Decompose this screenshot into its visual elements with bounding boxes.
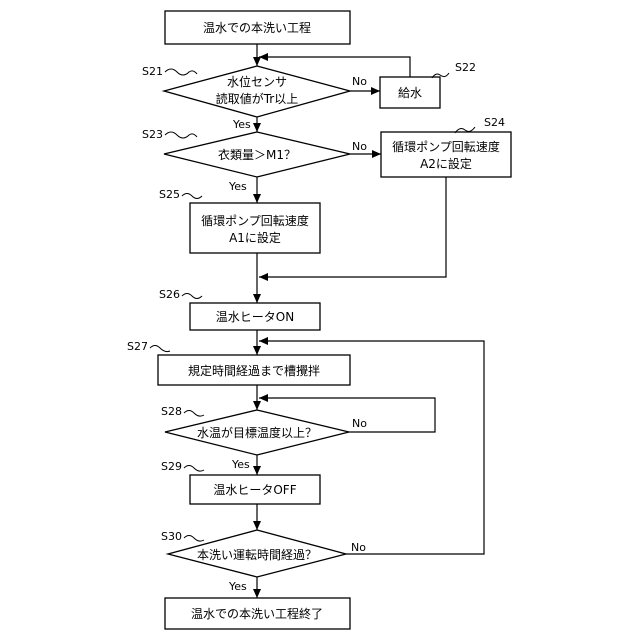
s23-label: 衣類量＞M1？ — [218, 147, 296, 162]
process-s27: 規定時間経過まで槽攪拌 — [158, 355, 350, 385]
end-node: 温水での本洗い工程終了 — [165, 598, 350, 629]
step-label-s28: S28 — [161, 405, 182, 418]
decision-s30: 本洗い運転時間経過？ — [168, 530, 346, 577]
branch-s28-no: No — [352, 417, 367, 430]
process-s24: 循環ポンプ回転速度 A2に設定 — [381, 132, 511, 177]
step-label-s21: S21 — [142, 65, 163, 78]
s28-label: 水温が目標温度以上？ — [197, 425, 317, 440]
branch-s23-yes: Yes — [228, 180, 247, 193]
branch-s28-yes: Yes — [231, 458, 250, 471]
step-label-s25: S25 — [159, 188, 180, 201]
leader-s21 — [165, 69, 197, 75]
s27-label: 規定時間経過まで槽攪拌 — [188, 363, 320, 378]
process-s29: 温水ヒータOFF — [190, 475, 320, 504]
step-label-s30: S30 — [161, 530, 182, 543]
start-node: 温水での本洗い工程 — [165, 11, 350, 44]
step-label-s27: S27 — [127, 340, 148, 353]
leader-s27 — [150, 346, 170, 352]
end-label: 温水での本洗い工程終了 — [191, 606, 323, 621]
leader-s30 — [184, 536, 204, 542]
s25-label-line2: A1に設定 — [229, 230, 281, 245]
step-label-s26: S26 — [159, 288, 180, 301]
branch-s21-yes: Yes — [232, 118, 251, 131]
step-label-s29: S29 — [161, 460, 182, 473]
process-s25: 循環ポンプ回転速度 A1に設定 — [190, 203, 320, 253]
s21-label-line1: 水位センサ — [227, 74, 287, 89]
s25-label-line1: 循環ポンプ回転速度 — [201, 213, 309, 228]
decision-s23: 衣類量＞M1？ — [164, 132, 350, 177]
s22-label: 給水 — [398, 86, 422, 100]
decision-s21: 水位センサ 読取値がTr以上 — [164, 66, 350, 117]
s29-label: 温水ヒータOFF — [213, 483, 296, 497]
process-s22: 給水 — [380, 77, 440, 108]
s30-label: 本洗い運転時間経過？ — [197, 548, 317, 562]
s24-label-line1: 循環ポンプ回転速度 — [392, 139, 500, 154]
leader-s29 — [184, 466, 204, 472]
s24-label-line2: A2に設定 — [420, 156, 472, 171]
process-s26: 温水ヒータON — [190, 303, 320, 330]
decision-s28: 水温が目標温度以上？ — [165, 410, 349, 455]
s26-label: 温水ヒータON — [216, 310, 294, 324]
branch-s23-no: No — [352, 140, 367, 153]
branch-s30-no: No — [351, 541, 366, 554]
leader-s26 — [182, 294, 202, 299]
step-label-s22: S22 — [455, 61, 476, 74]
start-label: 温水での本洗い工程 — [203, 20, 311, 35]
leader-s23 — [165, 132, 197, 138]
leader-s28 — [184, 411, 204, 417]
leader-s25 — [182, 194, 202, 199]
s21-label-line2: 読取値がTr以上 — [216, 91, 299, 106]
branch-s21-no: No — [352, 75, 367, 88]
step-label-s23: S23 — [142, 128, 163, 141]
branch-s30-yes: Yes — [228, 580, 247, 593]
step-label-s24: S24 — [484, 116, 505, 129]
